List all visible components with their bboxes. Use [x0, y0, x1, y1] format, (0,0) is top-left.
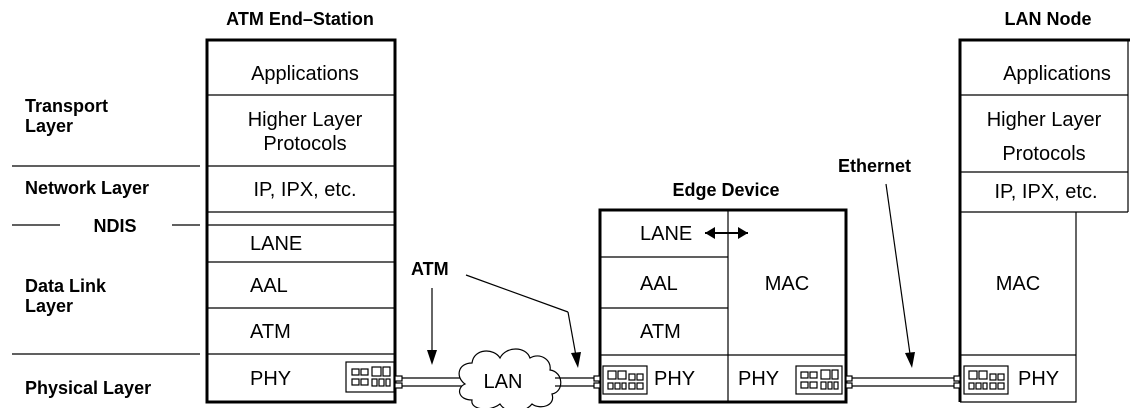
- atm-end-station-title: ATM End–Station: [226, 9, 374, 29]
- lan-mac-label: MAC: [996, 273, 1040, 295]
- phy-label: PHY: [250, 368, 291, 390]
- atm-link-label-group: ATM: [411, 259, 581, 368]
- lan-node-stack: Applications Higher Layer Protocols IP, …: [958, 38, 1130, 403]
- higher-layer-label-line2: Protocols: [263, 133, 346, 155]
- ethernet-label: Ethernet: [838, 156, 911, 176]
- pointer-line: [567, 311, 577, 357]
- edge-lane-label: LANE: [640, 223, 692, 245]
- atm-link-label: ATM: [411, 259, 449, 279]
- atm-end-station-box: [205, 38, 397, 404]
- arrow-head-icon: [905, 352, 915, 368]
- atm-link: LAN: [394, 348, 601, 408]
- lan-higher-layer-label-line2: Protocols: [1002, 143, 1085, 165]
- transport-layer-label-line2: Layer: [25, 116, 73, 136]
- physical-layer-label: Physical Layer: [25, 378, 151, 398]
- network-card-icon: [602, 365, 648, 395]
- lan-applications-label: Applications: [1003, 63, 1111, 85]
- arrow-head-icon: [427, 350, 437, 365]
- lane-label: LANE: [250, 233, 302, 255]
- transport-layer-label-line1: Transport: [25, 96, 108, 116]
- arrow-head-icon: [571, 352, 581, 368]
- edge-phy-left-label: PHY: [654, 368, 695, 390]
- data-link-layer-label-line2: Layer: [25, 296, 73, 316]
- lan-node-title: LAN Node: [1005, 9, 1092, 29]
- applications-label: Applications: [251, 63, 359, 85]
- edge-device-stack: LANE AAL ATM MAC PHY PHY: [598, 208, 848, 404]
- higher-layer-label-line1: Higher Layer: [248, 109, 363, 131]
- edge-phy-right-label: PHY: [738, 368, 779, 390]
- edge-mac-label: MAC: [765, 273, 809, 295]
- atm-end-station-stack: Applications Higher Layer Protocols IP, …: [205, 38, 397, 404]
- lan-ip-label: IP, IPX, etc.: [994, 181, 1097, 203]
- pointer-line: [465, 274, 569, 313]
- atm-layer-label: ATM: [250, 321, 291, 343]
- edge-device-box: [598, 208, 848, 404]
- edge-atm-label: ATM: [640, 321, 681, 343]
- lan-cloud-label: LAN: [484, 371, 523, 393]
- lan-phy-label: PHY: [1018, 368, 1059, 390]
- edge-device-title: Edge Device: [672, 180, 779, 200]
- lan-higher-layer-label-line1: Higher Layer: [987, 109, 1102, 131]
- pointer-line: [885, 183, 911, 355]
- ndis-label: NDIS: [93, 216, 136, 236]
- data-link-layer-label-line1: Data Link: [25, 276, 107, 296]
- ethernet-label-group: Ethernet: [838, 156, 915, 368]
- layer-labels: Transport Layer Network Layer NDIS Data …: [12, 96, 200, 398]
- edge-aal-label: AAL: [640, 273, 678, 295]
- aal-label: AAL: [250, 275, 288, 297]
- network-layer-label: Network Layer: [25, 178, 149, 198]
- network-card-icon: [345, 361, 395, 393]
- network-card-icon: [963, 365, 1009, 395]
- lan-cloud-shape: [458, 348, 562, 408]
- ethernet-link: [845, 375, 961, 389]
- ip-label: IP, IPX, etc.: [253, 179, 356, 201]
- network-card-icon: [795, 365, 843, 395]
- double-arrow-icon: [705, 227, 748, 239]
